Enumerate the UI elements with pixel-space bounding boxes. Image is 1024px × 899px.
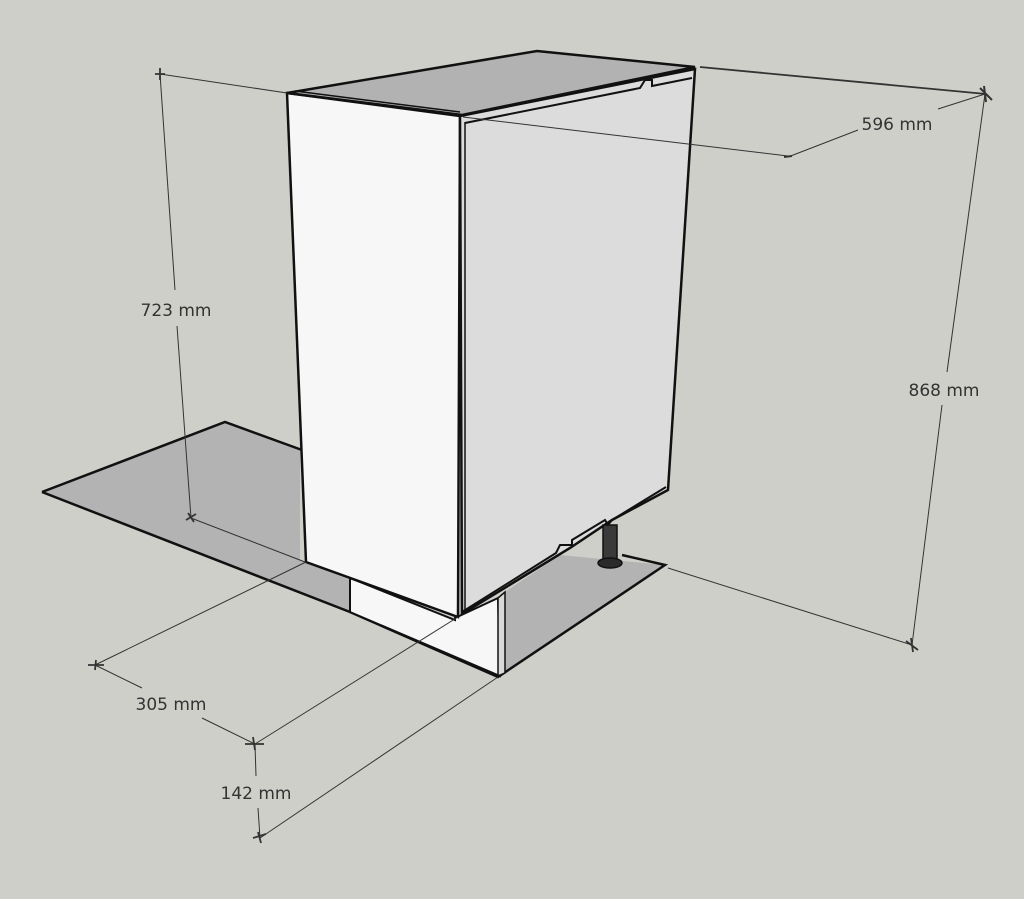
dimension-plinth-height: 142 mm: [221, 676, 499, 844]
cabinet-leg: [597, 524, 623, 569]
dimension-label-width: 596 mm: [862, 115, 933, 135]
dimension-carcass-height: 723 mm: [141, 68, 306, 563]
plinth: [349, 576, 506, 678]
dimension-width: 596 mm: [462, 66, 993, 158]
dimension-depth: 305 mm: [88, 561, 459, 751]
cabinet-side-face: [458, 67, 697, 617]
dimension-label-total-height: 868 mm: [909, 381, 980, 401]
dimension-total-height: 868 mm: [667, 93, 986, 653]
dimension-label-depth: 305 mm: [136, 695, 207, 715]
dimension-label-plinth-height: 142 mm: [221, 784, 292, 804]
cabinet-top-face: [286, 49, 696, 117]
cabinet-front-face: [285, 91, 462, 619]
dimension-label-carcass-height: 723 mm: [141, 301, 212, 321]
